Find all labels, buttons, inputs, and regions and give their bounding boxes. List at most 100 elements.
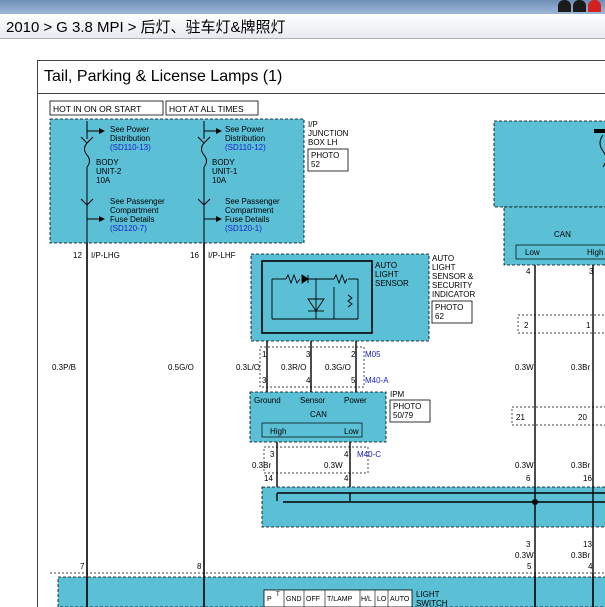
- breadcrumb-section: 后灯、驻车灯&牌照灯: [140, 19, 286, 36]
- reference-link[interactable]: (SD110-12): [225, 143, 266, 152]
- hot-label-ignition: HOT IN ON OR START: [53, 104, 141, 114]
- pin-number: 8: [197, 562, 202, 571]
- wire-color: 0.3Br: [252, 461, 271, 470]
- sensor-outer-label: SENSOR &: [432, 272, 474, 281]
- pin-number: 3: [262, 376, 267, 385]
- switch-position: H/L: [361, 596, 372, 603]
- top-icons: [558, 0, 601, 14]
- pin-number: 6: [526, 474, 531, 483]
- switch-position: T: [276, 592, 280, 598]
- pin-number: 16: [583, 474, 592, 483]
- ipm-port: Power: [344, 396, 367, 405]
- breadcrumb-model[interactable]: G 3.8 MPI: [56, 19, 124, 36]
- wire-color: 0.3Br: [571, 551, 590, 560]
- hot-label-box: [49, 100, 164, 116]
- sensor-inner-label: SENSOR: [375, 279, 409, 288]
- right-can-box: [515, 244, 605, 260]
- home-icon[interactable]: [558, 0, 571, 12]
- connector-id[interactable]: M05: [365, 350, 381, 359]
- connector-outline: [511, 406, 605, 426]
- reference-link[interactable]: (SD120-1): [225, 224, 262, 233]
- breadcrumb-separator: >: [43, 19, 53, 36]
- switch-position: P: [267, 596, 272, 603]
- junction-box-name: JUNCTION: [308, 129, 349, 138]
- photo-ref-box[interactable]: [307, 148, 349, 172]
- pin-number: 20: [578, 413, 587, 422]
- right-can-module: [503, 206, 605, 266]
- fuse-note-line: See Power: [110, 125, 149, 134]
- fuse-label-line: UNIT-1: [212, 167, 238, 176]
- ipm-can-port: Low: [344, 427, 359, 436]
- sensor-outer-label: INDICATOR: [432, 290, 475, 299]
- light-switch-label: SWITCH: [416, 599, 448, 607]
- fuse-note-line: See Passenger: [110, 197, 165, 206]
- fuse-note-line: Distribution: [110, 134, 150, 143]
- photo-ref: 52: [311, 160, 320, 169]
- print-icon[interactable]: [573, 0, 586, 12]
- right-module-bar: [594, 129, 605, 133]
- sheet-title-bar: Tail, Parking & License Lamps (1): [38, 61, 605, 94]
- wire-color: 0.3W: [515, 551, 534, 560]
- close-icon[interactable]: [588, 0, 601, 12]
- ipm-port: Ground: [254, 396, 281, 405]
- fuse-note-line: See Power: [225, 125, 264, 134]
- splice-node: [532, 499, 538, 505]
- pin-number: 2: [524, 321, 529, 330]
- pin-number: 4: [588, 562, 593, 571]
- pin-number: 2: [351, 350, 356, 359]
- sensor-outer-label: LIGHT: [432, 263, 456, 272]
- breadcrumb-year[interactable]: 2010: [6, 19, 40, 36]
- connector-id: I/P-LHF: [208, 251, 236, 260]
- pin-number: 3: [526, 540, 531, 549]
- fuse-body-unit-1: See Power Distribution (SD110-12) BODY U…: [197, 121, 280, 243]
- connector-outline: [517, 314, 605, 334]
- connector-outline: [263, 446, 369, 474]
- photo-ref: PHOTO: [311, 151, 339, 160]
- switch-position: AUTO: [390, 596, 410, 603]
- sensor-internal-circuit: [271, 273, 359, 320]
- connector-id: I/P-LHG: [91, 251, 120, 260]
- connector-id[interactable]: M40-C: [357, 450, 381, 459]
- wire-color: 0.3Br: [571, 461, 590, 470]
- can-splice-bus: [276, 492, 605, 527]
- fuse-body-unit-2: See Power Distribution (SD110-13) BODY U…: [80, 121, 165, 243]
- diagram-title: Tail, Parking & License Lamps (1): [44, 68, 283, 85]
- wire-color: 0.3G/O: [325, 363, 351, 372]
- photo-ref-box[interactable]: [389, 399, 431, 423]
- pin-number: 5: [527, 562, 532, 571]
- sensor-inner-label: LIGHT: [375, 270, 399, 279]
- photo-ref: 50/79: [393, 411, 414, 420]
- right-module: [493, 120, 605, 208]
- sensor-outer-label: AUTO: [432, 254, 454, 263]
- ipm-port: Sensor: [300, 396, 326, 405]
- switch-position: OFF: [306, 596, 320, 603]
- switch-position: T/LAMP: [327, 596, 353, 603]
- pin-number: 5: [351, 376, 356, 385]
- fuse-label-line: 10A: [212, 176, 227, 185]
- wire-color: 0.3P/B: [52, 363, 76, 372]
- ipm-module: [249, 391, 387, 443]
- pin-number: 3: [270, 450, 275, 459]
- wire-color: 0.3W: [515, 363, 534, 372]
- junction-box: [49, 118, 305, 244]
- ipm-can-box: [261, 422, 363, 438]
- photo-ref-box[interactable]: [431, 300, 473, 324]
- connector-id[interactable]: M40-A: [365, 376, 389, 385]
- fuse-note-line: Compartment: [225, 206, 274, 215]
- pin-number: 4: [526, 267, 531, 276]
- reference-link[interactable]: (SD110-13): [110, 143, 151, 152]
- junction-box-name: BOX LH: [308, 138, 338, 147]
- ipm-can-port: High: [270, 427, 286, 436]
- pin-number: 4: [344, 450, 349, 459]
- fuse-label-line: 10A: [96, 176, 111, 185]
- ipm-can-label: CAN: [310, 410, 327, 419]
- fuse-label-line: BODY: [212, 158, 235, 167]
- fuse-label-line: UNIT-2: [96, 167, 122, 176]
- wiring-diagram: HOT IN ON OR START HOT AT ALL TIMES See …: [49, 100, 605, 607]
- wire-color: 0.3R/O: [281, 363, 306, 372]
- switch-position-dividers: [283, 590, 389, 607]
- pin-number: 4: [306, 376, 311, 385]
- wire-color: 0.3W: [324, 461, 343, 470]
- pin-number: 12: [73, 251, 82, 260]
- reference-link[interactable]: (SD120-7): [110, 224, 147, 233]
